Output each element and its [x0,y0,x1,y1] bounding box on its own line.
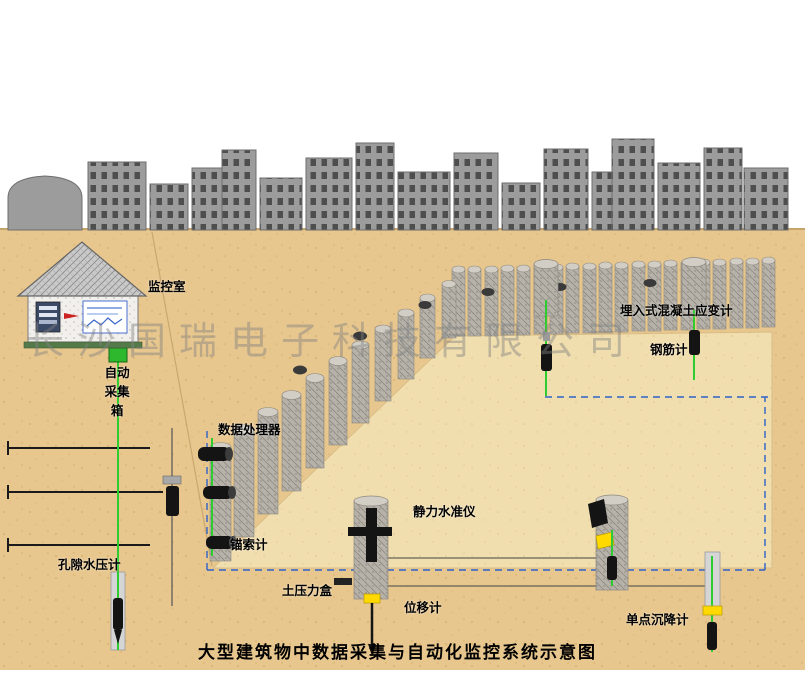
static-level-column [334,495,392,656]
settlement-gauge-borehole [702,551,723,652]
city-skyline [7,138,789,231]
slope-edge-line [151,231,213,567]
storage-tank [7,175,83,231]
rebar-gauge-assembly [533,259,559,396]
label-earth-pressure-cell: 土压力盒 [282,583,333,598]
label-monitoring-room: 监控室 [148,279,186,294]
label-data-processor: 数据处理器 [218,422,281,437]
data-processor-cylinders [198,438,237,556]
label-rebar-gauge: 钢筋计 [650,342,688,357]
pit-floor [211,331,773,569]
instrument-connection-lines [388,557,706,587]
yellow-cap [363,593,381,604]
extensometer-rods [7,441,163,552]
house-roof [16,241,148,297]
earth-pressure-cell [334,578,352,585]
label-static-level: 静力水准仪 [413,504,476,519]
label-displacement-gauge: 位移计 [404,600,442,615]
pit-outline-dashed [206,396,770,571]
label-single-point-settlement-gauge: 单点沉降计 [626,612,689,627]
house-base [23,341,143,349]
yellow-cap [702,605,723,616]
pore-pressure-sensor [162,428,182,606]
auto-collection-cable [108,347,128,651]
diagram-title: 大型建筑物中数据采集与自动化监控系统示意图 [198,643,597,663]
anchor-heads [293,279,657,375]
right-column-sensor [588,494,629,591]
label-pore-water-pressure-gauge: 孔隙水压计 [58,557,121,572]
diagonal-retaining-wall [209,280,457,562]
strain-gauge-assembly [681,257,707,380]
label-anchor-cable-gauge: 锚索计 [230,537,268,552]
arrow-icon [64,313,79,319]
monitor-screen [82,300,128,334]
collection-box [108,347,128,363]
label-embedded-concrete-strain-gauge: 埋入式混凝土应变计 [620,303,733,318]
label-auto-collection-box: 自动采集箱 [104,365,130,418]
monitoring-house [16,241,148,349]
